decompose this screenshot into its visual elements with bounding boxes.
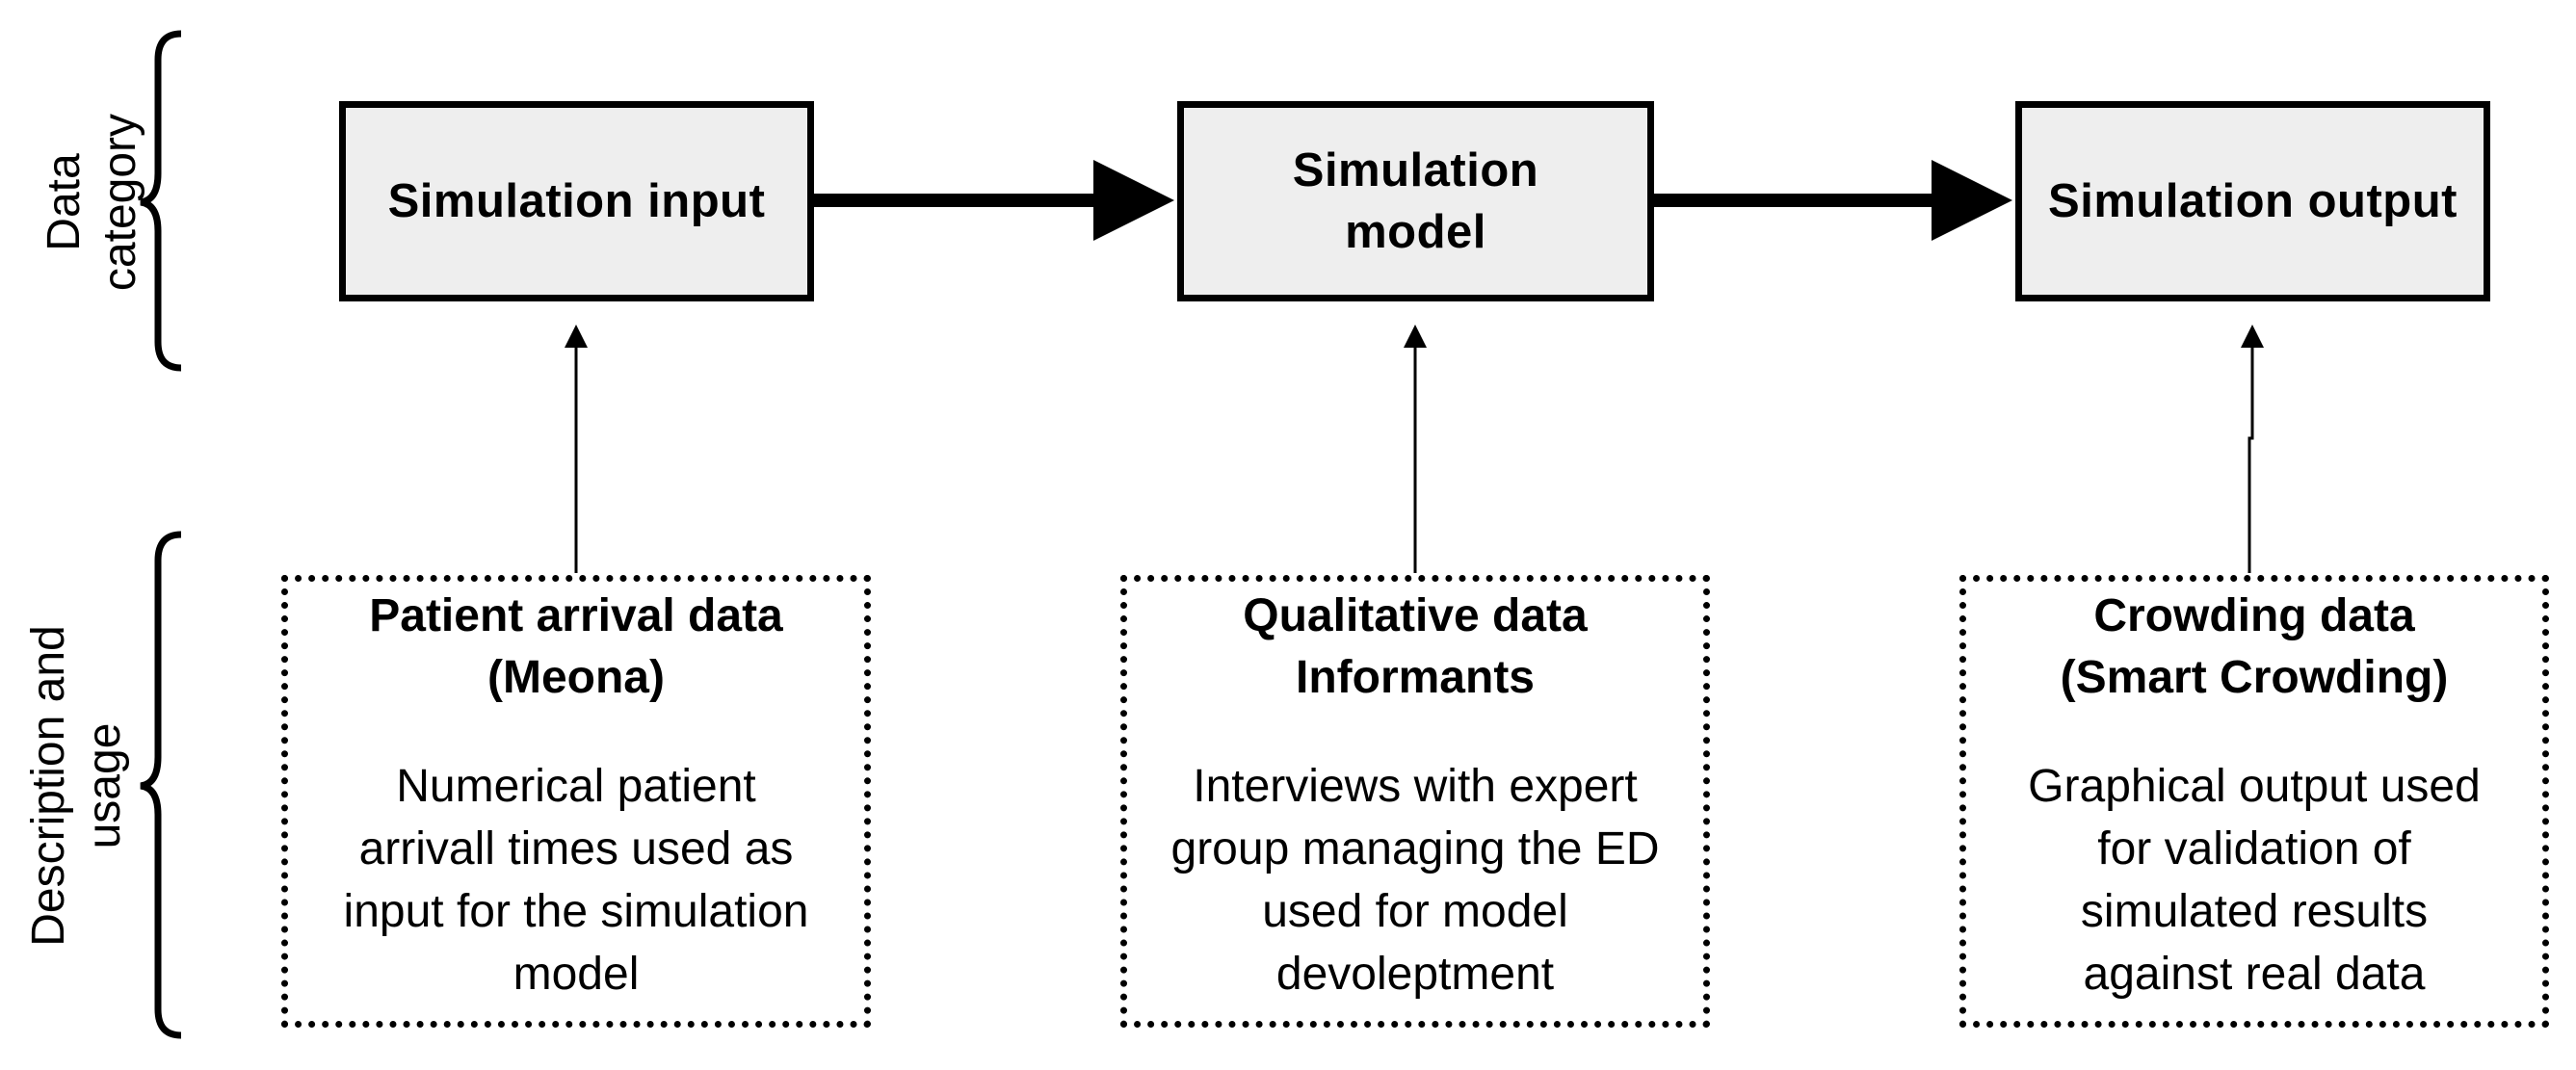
description-usage-line-1: Description and	[23, 625, 74, 947]
simulation-output-box: Simulation output	[2015, 101, 2490, 301]
source-title-line: Crowding data	[2093, 590, 2415, 641]
data-category-line-1: Data	[39, 153, 90, 251]
source-description-line: simulated results	[2080, 886, 2429, 937]
source-description-line: arrivall times used as	[358, 823, 794, 874]
source-description-line: Numerical patient	[396, 761, 756, 812]
source-description-line: Graphical output used	[2028, 761, 2481, 812]
simulation-model-title-2: model	[1345, 206, 1486, 258]
simulation-input-title: Simulation input	[387, 175, 766, 227]
source-description-line: for validation of	[2097, 823, 2411, 874]
source-description-line: model	[513, 949, 640, 1000]
source-description-line: devoleptment	[1275, 949, 1555, 1000]
source-title-line: Qualitative data	[1243, 590, 1588, 641]
description-usage-label: Description and usage	[21, 613, 137, 959]
simulation-model-title-1: Simulation	[1292, 144, 1539, 196]
simulation-model-box: Simulation model	[1177, 101, 1654, 301]
qualitative-data-box: Qualitative data Informants Interviews w…	[1120, 575, 1710, 1028]
data-category-line-2: category	[94, 113, 145, 292]
arrow-crowding-to-output	[2241, 325, 2264, 573]
data-category-brace	[140, 30, 182, 372]
simulation-input-box: Simulation input	[339, 101, 814, 301]
crowding-data-box: Crowding data (Smart Crowding) Graphical…	[1959, 575, 2549, 1028]
description-usage-line-2: usage	[79, 722, 130, 849]
source-title-line: (Smart Crowding)	[2060, 652, 2449, 703]
source-description-line: input for the simulation	[343, 886, 809, 937]
source-title-line: Patient arrival data	[369, 590, 783, 641]
source-title-line: (Meona)	[487, 652, 665, 703]
source-description-line: used for model	[1262, 886, 1568, 937]
source-title-line: Informants	[1295, 652, 1535, 703]
source-description-line: Interviews with expert	[1193, 761, 1638, 812]
source-description-line: against real data	[2083, 949, 2426, 1000]
data-category-label: Data category	[37, 106, 152, 299]
patient-arrival-data-box: Patient arrival data (Meona) Numerical p…	[281, 575, 871, 1028]
source-description-line: group managing the ED	[1170, 823, 1660, 874]
description-brace	[140, 531, 182, 1039]
simulation-output-title: Simulation output	[2048, 175, 2458, 227]
